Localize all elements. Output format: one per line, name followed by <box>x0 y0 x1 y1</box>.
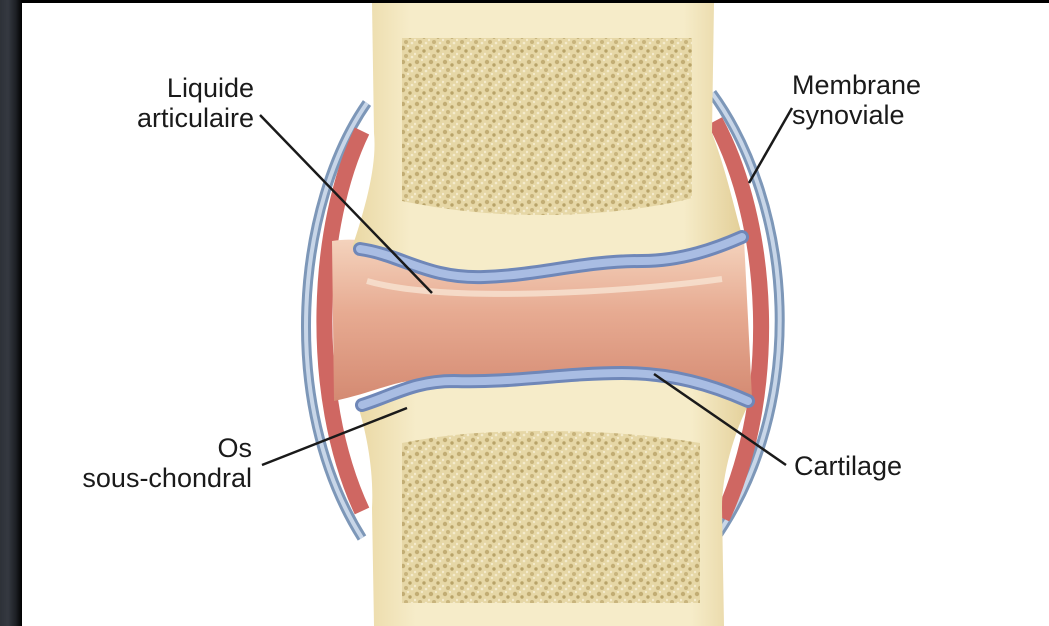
label-liquide-line1: Liquide <box>84 73 254 103</box>
label-cartilage-line1: Cartilage <box>794 451 974 481</box>
lower-spongy-bone <box>402 431 700 603</box>
label-cartilage: Cartilage <box>794 451 974 481</box>
label-liquide-line2: articulaire <box>84 103 254 133</box>
label-membrane-line2: synoviale <box>792 100 992 130</box>
label-membrane-line1: Membrane <box>792 70 992 100</box>
label-os-line2: sous-chondral <box>62 463 252 493</box>
label-os-line1: Os <box>62 433 252 463</box>
label-membrane-synoviale: Membrane synoviale <box>792 70 992 130</box>
label-os-sous-chondral: Os sous-chondral <box>62 433 252 493</box>
leader-line-membrane <box>749 108 792 183</box>
label-liquide-articulaire: Liquide articulaire <box>84 73 254 133</box>
diagram-panel: Liquide articulaire Membrane synoviale O… <box>22 3 1049 626</box>
upper-spongy-bone <box>402 38 692 215</box>
